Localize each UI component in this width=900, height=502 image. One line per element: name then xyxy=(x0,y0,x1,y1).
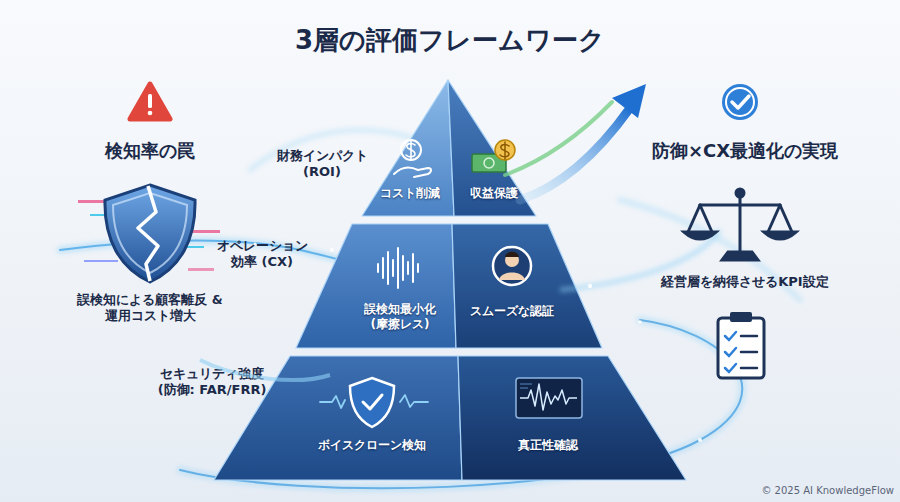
tier-shape xyxy=(214,356,686,480)
cracked-shield xyxy=(78,185,220,282)
pyramid-tier: 財務インパクト (ROI)コスト削減収益保護 xyxy=(362,80,536,216)
watermark: © 2025 AI KnowledgeFlow xyxy=(694,485,894,498)
tier-heading: セキュリティ強度 (防御: FAR/FRR) xyxy=(151,366,273,399)
tier-item: ボイスクローン検知 xyxy=(304,438,440,453)
tier-face xyxy=(458,356,686,480)
tier-shape xyxy=(296,224,602,348)
tier-item: 収益保護 xyxy=(458,186,530,201)
growth-arrow xyxy=(505,84,646,200)
pyramid-tier: オペレーション 効率 (CX)誤検知最小化 (摩擦レス)スムーズな認証 xyxy=(296,224,602,348)
tier-item: コスト削減 xyxy=(370,186,450,201)
panel-note: 誤検知による顧客離反 &運用コスト増大 xyxy=(75,292,225,323)
diagram-title: 3層の評価フレームワーク xyxy=(200,24,700,57)
checklist-clipboard xyxy=(718,312,764,378)
tier-item: 真正性確認 xyxy=(496,438,600,453)
panel-heading: 防御×CX最適化の実現 xyxy=(635,140,855,163)
warning-icon xyxy=(130,84,170,119)
tier-heading: 財務インパクト (ROI) xyxy=(266,148,378,181)
tier-face xyxy=(448,80,536,216)
panel-heading: 検知率の罠 xyxy=(60,140,240,163)
tier-face xyxy=(362,80,454,216)
tier-item: 誤検知最小化 (摩擦レス) xyxy=(354,302,446,332)
tier-item: スムーズな認証 xyxy=(460,304,564,319)
panel-note: 経営層を納得させるKPI設定 xyxy=(635,274,855,290)
tier-heading: オペレーション 効率 (CX) xyxy=(213,238,311,271)
check-icon xyxy=(722,84,758,120)
pyramid-tier: セキュリティ強度 (防御: FAR/FRR)ボイスクローン検知真正性確認 xyxy=(214,356,686,480)
tier-face xyxy=(296,224,456,348)
balance-scale xyxy=(684,189,796,260)
tier-face xyxy=(452,224,602,348)
